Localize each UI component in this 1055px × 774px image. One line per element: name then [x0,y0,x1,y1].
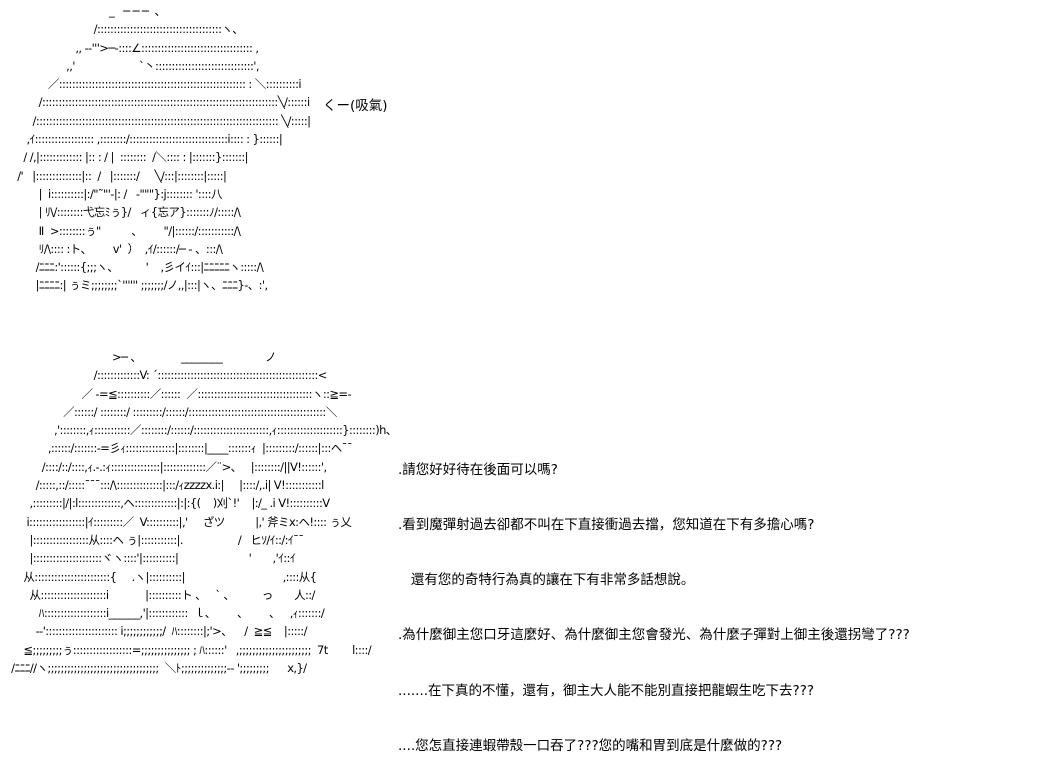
ascii-art-line: ,, -‐'''>─‐::::∠::::::::::::::::::::::::… [2,40,259,55]
ascii-art-line: |:::::::::::::::::从::::ヘ ぅ|:::::::::::|.… [2,532,304,547]
dialogue-line: .......在下真的不懂，還有，御主大人能不能別直接把龍蝦生吃下去??? [398,682,815,699]
ascii-art-line: /:::::,::/:::::¯¯¯:::/\::::::::::::::|::… [2,478,325,493]
ascii-art-line: |ﾆﾆﾆﾆ:| ぅミ;;;;;;;;`'''''' ;;;;;;;/ノ,,|::… [2,278,269,293]
dialogue-line: ....您怎直接連蝦帶殼一口吞了???您的嘴和胃到底是什麼做的??? [398,737,783,754]
ascii-art-character-top: _ ─ ─ ─ 、 /:::::::::::::::::::::::::::::… [2,2,312,295]
ascii-art-line: /::::/::/::::,ｨ.-.:ｨ:::::::::::::::|::::… [2,459,327,474]
ascii-art-line: /' |::::::::::::::|:: / |:::::::/ ╲/:::|… [2,168,227,183]
ascii-art-line: 从:::::::::::::::::::::::{ .ヽ|::::::::::|… [2,569,317,584]
ascii-art-line: ／:::::::::::::::::::::::::::::::::::::::… [2,77,302,92]
ascii-art-line: | ﾘ\/::::::::弋忘ﾐぅ}/ ィ{忘ア}:::::::ﾉ/:::::/… [2,205,241,220]
ascii-art-character-bottom: >─ 、 ________ ノ /:::::::::::::V: ´::::::… [2,348,397,677]
ascii-art-line: /ﾆﾆﾆ//ヽ;;;;;;;;;;;;;;;;;;;;;;;;;;;;;;;;;… [2,661,307,676]
ascii-art-line: ﾘ/\:::: :ト、 v' ） ,ｲ/::::::/─ - 、:::/\ [2,241,223,256]
ascii-art-line: ,,' `丶::::::::::::::::::::::::::::::', [2,58,259,73]
ascii-art-line: Ⅱ >::::::::ぅ" 、 "/|::::::/:::::::::::/\ [2,223,241,238]
ascii-art-line: i:::::::::::::::::|ｲ:::::::::／ V::::::::… [2,514,352,529]
ascii-art-line: ,:::::::::|/|:l:::::::::::::,ヘ::::::::::… [2,496,330,511]
ascii-art-line: ,'::::::::,ｨ:::::::::::／::::::::/::::::/… [2,423,397,438]
ascii-art-line: / /,|::::::::::::: |:: : / | :::::::: /＼… [2,150,248,165]
ascii-art-line: ／::::::/ ::::::::/ :::::::::/::::::/::::… [2,404,337,419]
ascii-art-line: 从::::::::::::::::::::i |::::::::::ト 、 ` … [2,587,315,602]
dialogue-line: .為什麼御主您口牙這麼好、為什麼御主您會發光、為什麼子彈對上御主後還拐彎了??? [398,627,910,644]
page: { "top_panel": { "art_lines": [ " _ ─ ─ … [2,2,910,754]
ascii-art-line: ／ ‐=≦::::::::::／:::::: ／::::::::::::::::… [2,386,352,401]
ascii-art-line: /ﾆﾆﾆ:'::::::{;;;ヽ、 ' ,彡イｲ:::|ﾆﾆﾆﾆﾆヽ:::::… [2,260,264,275]
ascii-art-line: | i::::::::::|:/"˜"'-|: / ‐"""}:j:::::::… [2,186,223,201]
ascii-art-line: ﾊ:::::::::::::::::::i______,'|::::::::::… [2,606,325,621]
ascii-art-line: ,ｲ:::::::::::::::::: ,::::::::/:::::::::… [2,132,283,147]
ascii-art-line: /:::::::::::::V: ´::::::::::::::::::::::… [2,368,328,383]
ascii-art-line: /:::::::::::::::::::::::::::::::::::::::… [2,95,310,110]
ascii-art-line: ≦;;;;;;;;;ぅ::::::::::::::::::=;;;;;;;;;;… [2,642,372,657]
ascii-art-line: /:::::::::::::::::::::::::::::::::::::::… [2,113,312,128]
ascii-art-line: >─ 、 ________ ノ [2,350,277,364]
breath-caption: くー(吸氣) [323,98,388,114]
dialogue-line: .看到魔彈射過去卻都不叫在下直接衝過去擋，您知道在下有多擔心嗎? [398,517,815,534]
dialogue-text: .請您好好待在後面可以嗎? .看到魔彈射過去卻都不叫在下直接衝過去擋，您知道在下… [398,424,910,774]
ascii-art-line: _ ─ ─ ─ 、 [2,4,166,18]
dialogue-line: 還有您的奇特行為真的讓在下有非常多話想說。 [398,572,695,589]
ascii-art-line: ,::::::/:::::::‐=彡ｨ:::::::::::::::|:::::… [2,441,353,456]
dialogue-line: .請您好好待在後面可以嗎? [398,461,558,478]
ascii-art-line: /::::::::::::::::::::::::::::::::::::::ヽ… [2,22,244,37]
ascii-art-line: ‐‐':::::::::::::::::::::: i;;;;;;;;;;;;/… [2,624,308,639]
ascii-art-line: |:::::::::::::::::::::ヾヽ::::'|::::::::::… [2,551,295,566]
